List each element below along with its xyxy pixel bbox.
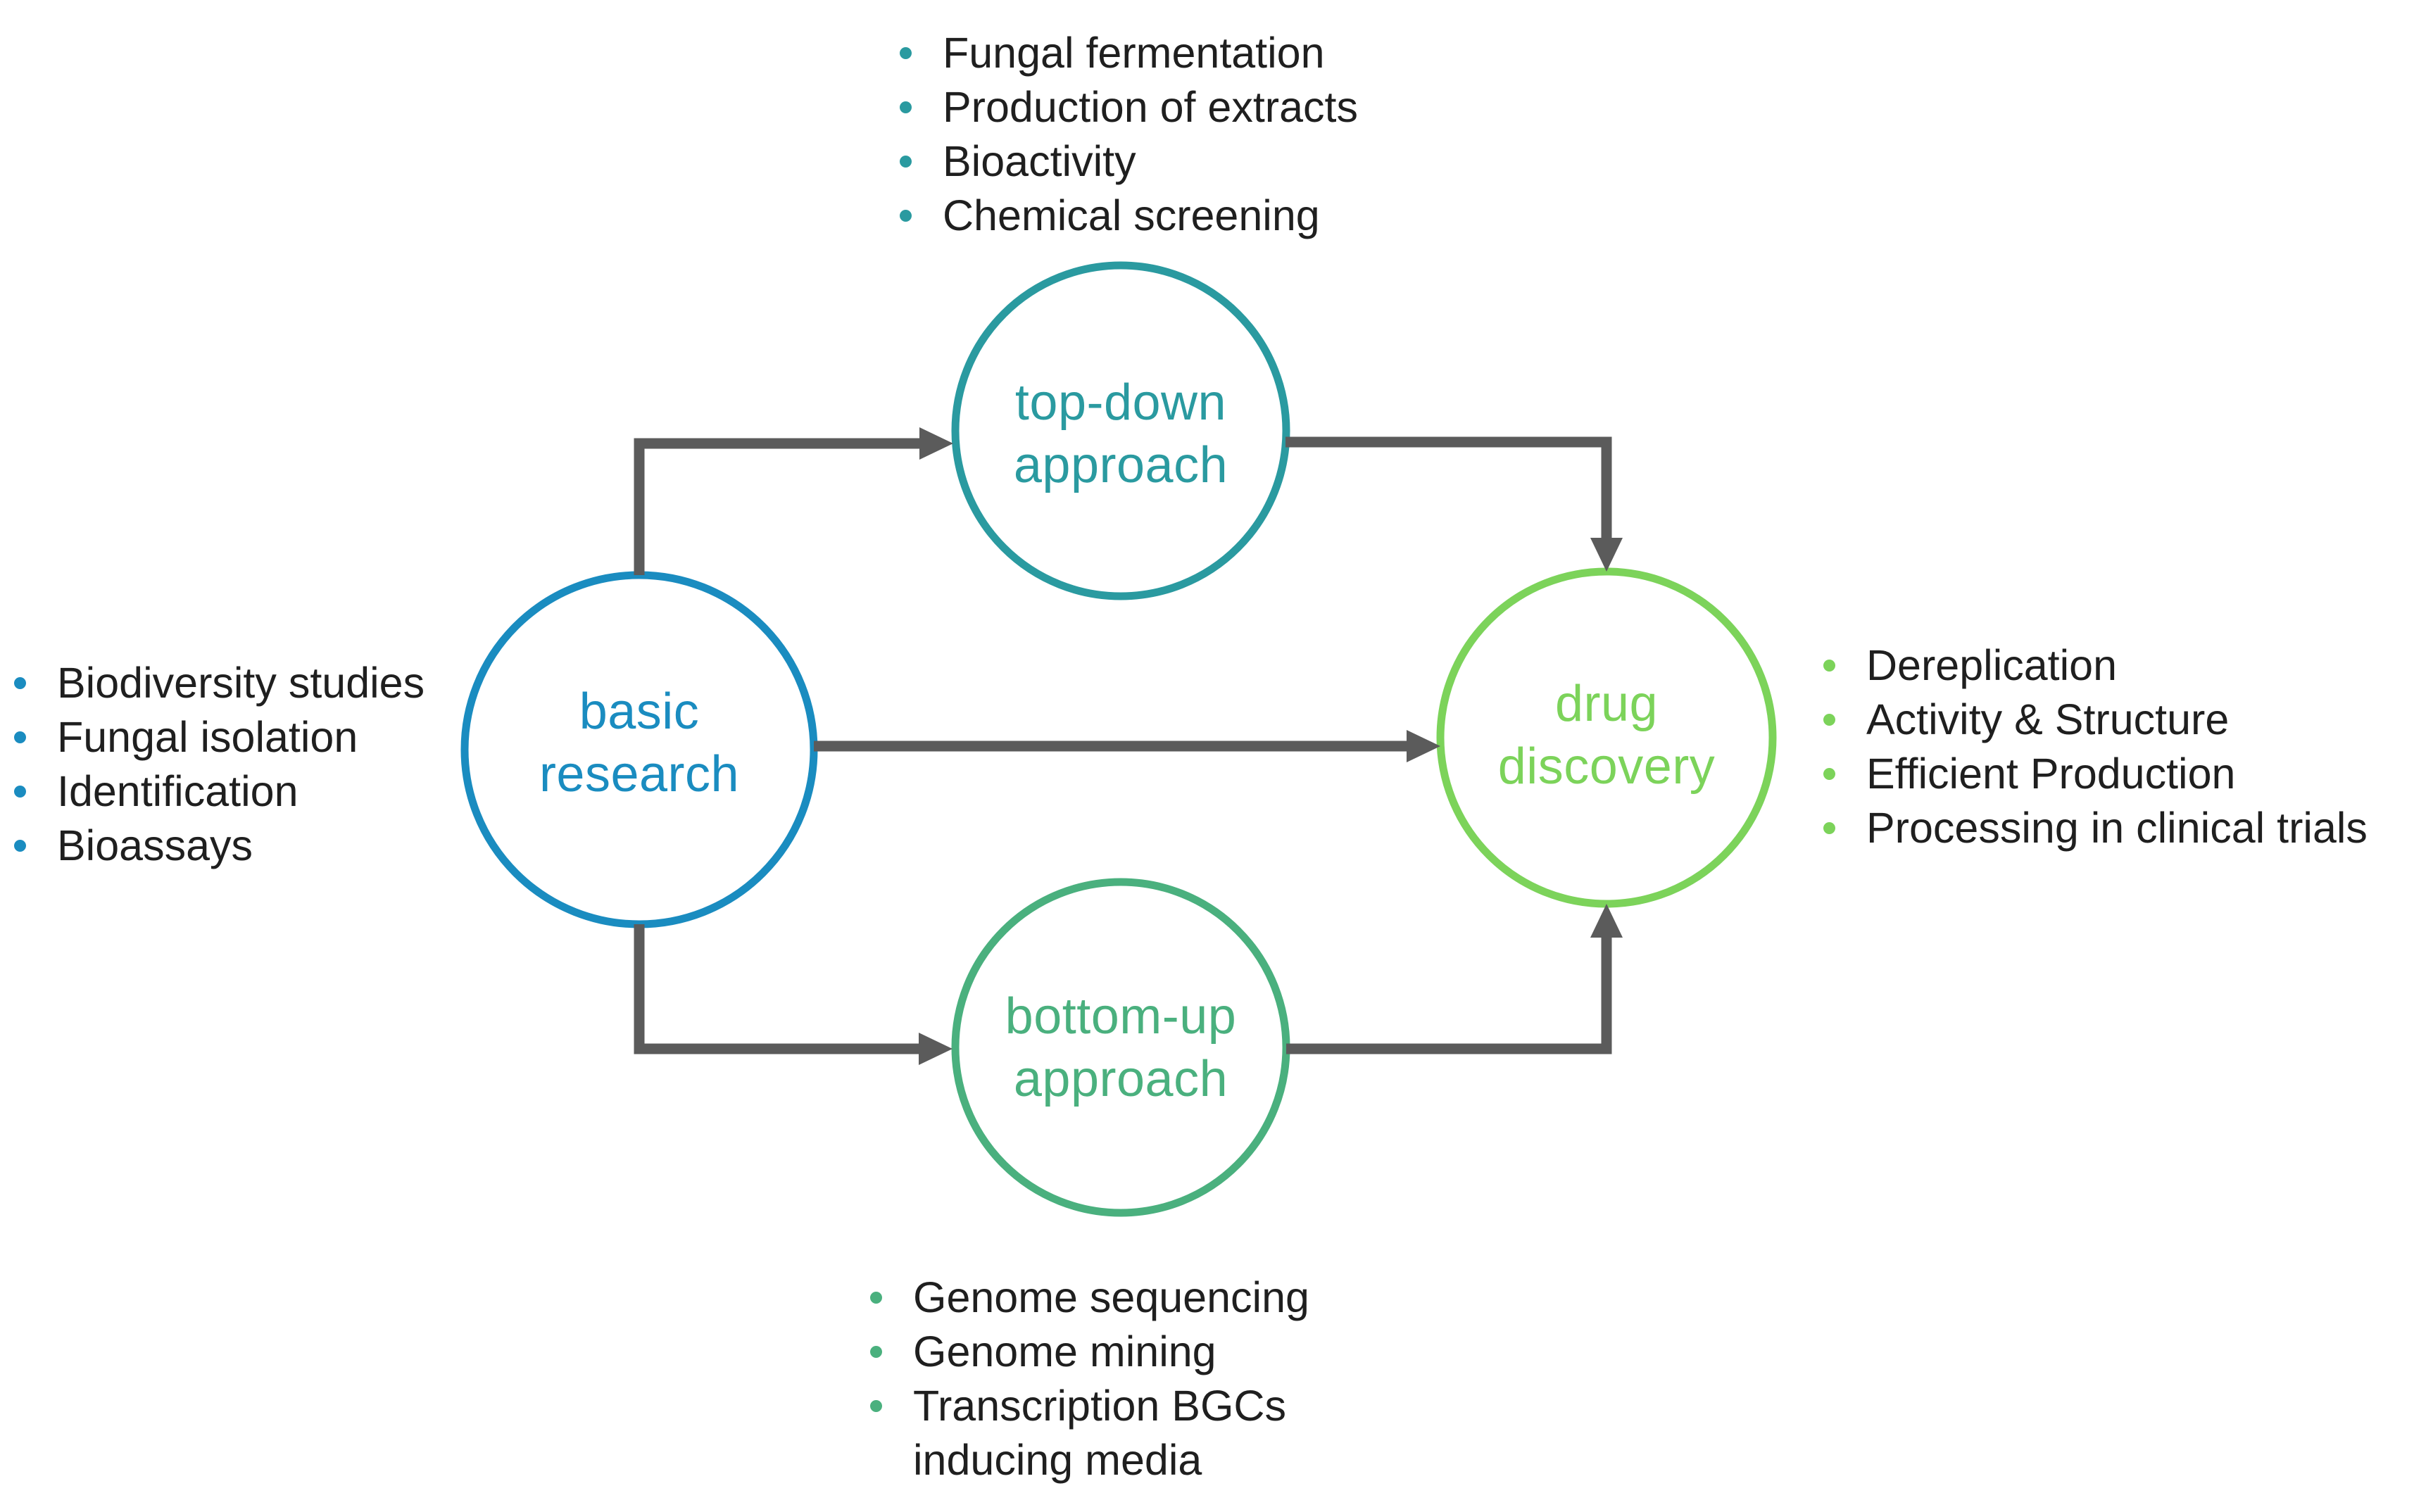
list-item: Genome mining: [870, 1325, 1309, 1379]
basic-research-bullet-list: Biodiversity studies Fungal isolation Id…: [14, 656, 425, 873]
bullet-icon: [14, 731, 26, 743]
list-item-label: Genome mining: [913, 1328, 1216, 1375]
bullet-icon: [870, 1292, 882, 1304]
top-down-circle: [951, 261, 1290, 600]
list-item-label: Dereplication: [1866, 641, 2118, 689]
bullet-icon: [870, 1346, 882, 1358]
top-down-label: top-down approach: [1013, 374, 1228, 493]
arrow-bottomup-to-drugdiscovery: [1286, 904, 1623, 1054]
bullet-icon: [14, 677, 26, 689]
list-item: Processing in clinical trials: [1823, 801, 2368, 855]
list-item: Dereplication: [1823, 638, 2368, 693]
bullet-icon: [1823, 660, 1835, 672]
bullet-icon: [870, 1400, 882, 1412]
basic-research-label: basic research: [539, 683, 740, 802]
list-item-label: Chemical screening: [943, 191, 1320, 239]
bullet-icon: [1823, 822, 1835, 834]
top-down-bullet-list: Fungal fermentation Production of extrac…: [900, 26, 1358, 243]
arrow-basic-to-drugdiscovery: [814, 730, 1440, 762]
list-item: Transcription BGCs inducing media: [870, 1379, 1309, 1487]
list-item: Bioassays: [14, 819, 425, 873]
list-item-label: Processing in clinical trials: [1866, 804, 2368, 852]
bullet-icon: [900, 210, 912, 222]
bullet-icon: [1823, 768, 1835, 780]
list-item-label: Bioactivity: [943, 137, 1136, 185]
arrowhead-right-icon: [919, 427, 953, 460]
arrowhead-up-icon: [1590, 904, 1623, 938]
list-item: Fungal fermentation: [900, 26, 1358, 80]
bottom-up-label: bottom-up approach: [1005, 988, 1237, 1107]
list-item: Biodiversity studies: [14, 656, 425, 710]
list-item: Fungal isolation: [14, 710, 425, 764]
bullet-icon: [900, 47, 912, 59]
list-item: Chemical screening: [900, 189, 1358, 243]
arrowhead-right-icon: [1407, 730, 1440, 762]
bullet-icon: [14, 840, 26, 852]
list-item: Activity & Structure: [1823, 693, 2368, 747]
arrowhead-right-icon: [919, 1033, 953, 1065]
list-item-label: Bioassays: [57, 821, 253, 869]
list-item: Bioactivity: [900, 134, 1358, 189]
list-item: Genome sequencing: [870, 1271, 1309, 1325]
drug-discovery-label: drug discovery: [1497, 676, 1716, 795]
arrowhead-down-icon: [1590, 538, 1623, 572]
bullet-icon: [1823, 714, 1835, 726]
bottom-up-bullet-list: Genome sequencing Genome mining Transcri…: [870, 1271, 1309, 1487]
list-item: Production of extracts: [900, 80, 1358, 134]
list-item-label: Fungal fermentation: [943, 29, 1325, 77]
list-item: Efficient Production: [1823, 747, 2368, 801]
bullet-icon: [900, 101, 912, 113]
bullet-icon: [14, 786, 26, 798]
arrow-basic-to-bottomup: [634, 924, 953, 1065]
arrow-basic-to-topdown: [634, 427, 953, 575]
list-item-label: Activity & Structure: [1866, 695, 2230, 743]
bullet-icon: [900, 156, 912, 168]
list-item-label: Transcription BGCs inducing media: [913, 1382, 1286, 1484]
list-item-label: Efficient Production: [1866, 750, 2236, 798]
list-item-label: Production of extracts: [943, 83, 1358, 131]
list-item-label: Biodiversity studies: [57, 659, 425, 707]
list-item-label: Fungal isolation: [57, 713, 358, 761]
list-item-label: Identification: [57, 767, 298, 815]
list-item: Identification: [14, 764, 425, 819]
drug-discovery-bullet-list: Dereplication Activity & Structure Effic…: [1823, 638, 2368, 855]
arrow-topdown-to-drugdiscovery: [1285, 436, 1623, 572]
list-item-label: Genome sequencing: [913, 1273, 1309, 1321]
